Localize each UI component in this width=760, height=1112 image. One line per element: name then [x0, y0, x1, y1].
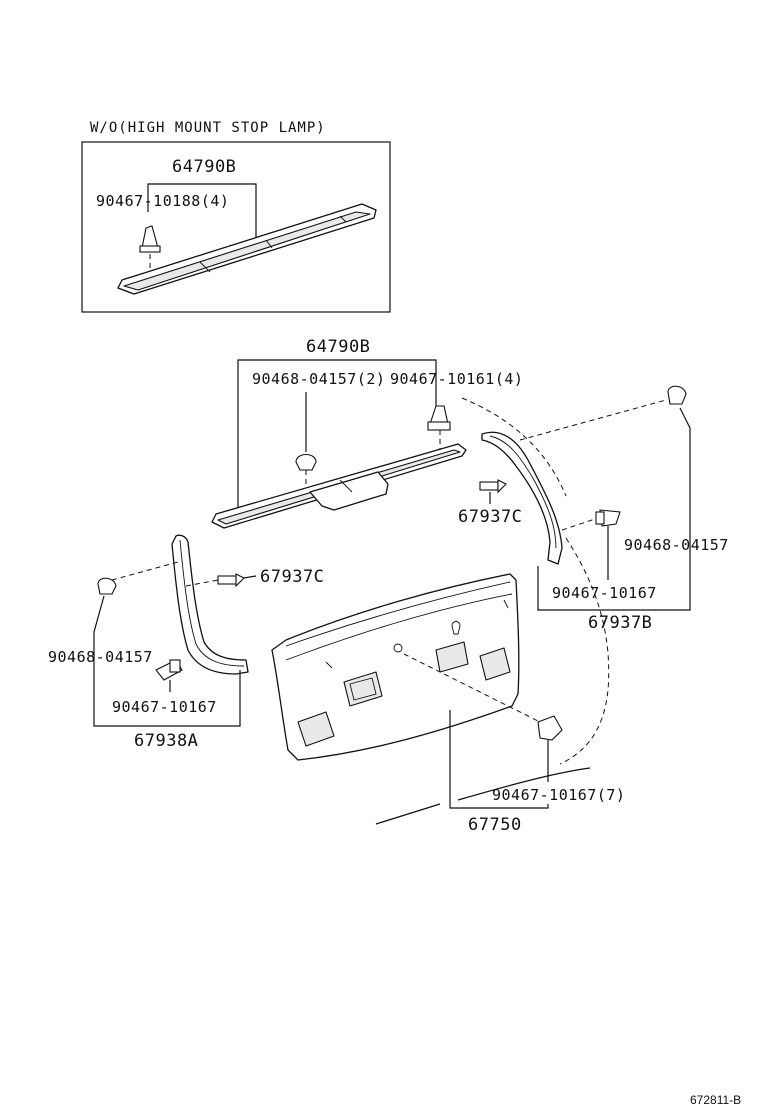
- label-right-clip-b: 90467-10167: [552, 584, 657, 602]
- right-clip-b-part: [595, 509, 621, 527]
- label-right-pin: 67937C: [458, 507, 522, 527]
- left-trim-part: [171, 534, 249, 675]
- label-garnish: 64790B: [306, 337, 370, 357]
- label-board-clip: 90467-10167(7): [492, 786, 625, 804]
- leader-left-clip-a: [93, 595, 241, 727]
- leader-garnish: [237, 359, 437, 508]
- board-clip-part: [537, 715, 563, 741]
- board-part: [271, 573, 520, 761]
- label-right-clip-a: 90468-04157: [624, 536, 729, 554]
- door-lower-edge: [375, 803, 441, 825]
- left-clip-b-part: [155, 659, 183, 681]
- label-garnish-clip-b: 90467-10161(4): [390, 370, 523, 388]
- label-inset-clip: 90467-10188(4): [96, 192, 229, 210]
- guide-back-door-edge: [461, 397, 567, 497]
- label-right-trim: 67937B: [588, 613, 652, 633]
- label-left-clip-a: 90468-04157: [48, 648, 153, 666]
- document-id: 672811-B: [690, 1093, 741, 1107]
- inset-garnish-part: [117, 203, 377, 295]
- label-left-pin: 67937C: [260, 567, 324, 587]
- garnish-clip-b-part: [427, 405, 451, 454]
- leader-inset-garnish: [147, 183, 257, 240]
- left-clip-a-part: [97, 577, 117, 595]
- leader-left-pin: [243, 575, 257, 579]
- guide-right-clip-a: [519, 399, 667, 441]
- inset-frame: [81, 141, 391, 313]
- guide-right-clip-b: [561, 517, 599, 531]
- left-pin-part: [217, 573, 245, 588]
- guide-board-clip: [403, 653, 541, 723]
- guide-left-clip-a: [111, 561, 179, 581]
- label-garnish-clip-a: 90468-04157(2): [252, 370, 385, 388]
- inset-clip-part: [139, 225, 161, 270]
- guide-door-outline: [559, 537, 610, 765]
- right-clip-a-part: [667, 385, 687, 405]
- right-trim-part: [481, 431, 563, 565]
- label-board: 67750: [468, 815, 522, 835]
- label-inset-garnish: 64790B: [172, 157, 236, 177]
- door-lower-edge-2: [457, 767, 591, 801]
- guide-left-pin: [185, 579, 219, 587]
- inset-caption: W/O(HIGH MOUNT STOP LAMP): [90, 120, 326, 136]
- label-left-trim: 67938A: [134, 731, 198, 751]
- leader-right-clip-a: [537, 407, 691, 611]
- label-left-clip-b: 90467-10167: [112, 698, 217, 716]
- garnish-part: [211, 443, 467, 529]
- leader-board: [449, 710, 549, 809]
- right-pin-part: [479, 479, 507, 494]
